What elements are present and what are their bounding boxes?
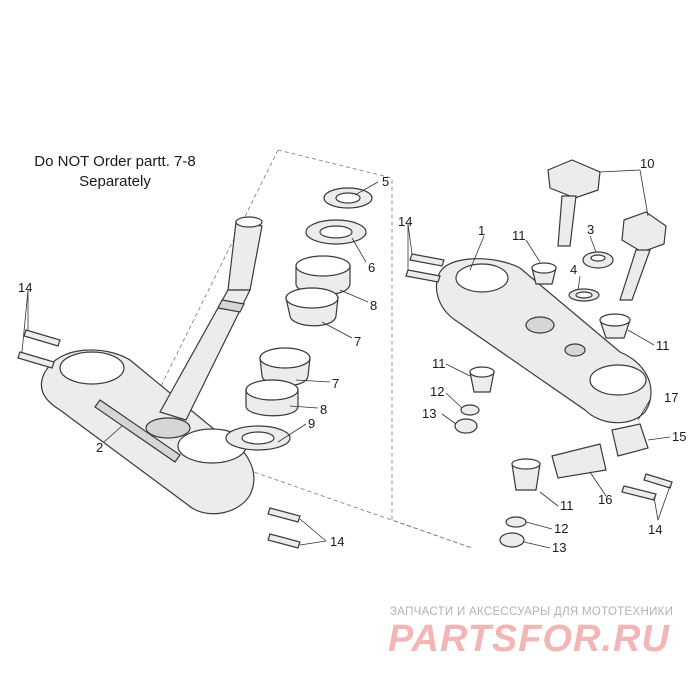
ordering-note-line2: Separately (79, 173, 151, 190)
callout-13a: 13 (422, 406, 436, 421)
callout-11a: 11 (512, 228, 526, 243)
ordering-note: Do NOT Order partt. 7-8 Separately (0, 152, 230, 192)
callout-14d: 14 (648, 522, 662, 537)
bearing-stack (225, 187, 373, 451)
assembly-guide-lines (159, 149, 473, 549)
leader-lines (21, 169, 671, 549)
callout-7a: 7 (354, 334, 361, 349)
callout-8b: 8 (320, 402, 327, 417)
callout-3: 3 (587, 222, 594, 237)
callout-5: 5 (382, 174, 389, 189)
callout-8a: 8 (370, 298, 377, 313)
steering-stem (159, 216, 263, 421)
callout-11d: 11 (560, 498, 574, 513)
callout-14b: 14 (330, 534, 344, 549)
callout-7b: 7 (332, 376, 339, 391)
callout-14c: 14 (398, 214, 412, 229)
rubber-bushings (454, 251, 631, 548)
callout-numbers: 1 2 3 4 5 6 8 7 7 8 9 10 11 11 11 11 12 … (18, 156, 686, 555)
bolts (17, 253, 673, 549)
callout-17: 17 (664, 390, 678, 405)
callout-16: 16 (598, 492, 612, 507)
callout-12b: 12 (554, 521, 568, 536)
handlebar-risers (547, 159, 667, 301)
ordering-note-line1: Do NOT Order partt. 7-8 (34, 153, 196, 170)
callout-6: 6 (368, 260, 375, 275)
callout-15: 15 (672, 429, 686, 444)
watermark-caption: ЗАПЧАСТИ И АКСЕССУАРЫ ДЛЯ МОТОТЕХНИКИ (390, 606, 674, 618)
callout-11b: 11 (656, 338, 670, 353)
watermark-logo: PARTSFOR.RU (388, 618, 670, 660)
callout-9: 9 (308, 416, 315, 431)
callout-13b: 13 (552, 540, 566, 555)
callout-12a: 12 (430, 384, 444, 399)
upper-triple-clamp (435, 258, 652, 424)
lower-triple-clamp (40, 349, 255, 515)
callout-14a: 14 (18, 280, 32, 295)
callout-10: 10 (640, 156, 654, 171)
callout-4: 4 (570, 262, 577, 277)
bracket (551, 423, 649, 479)
callout-1: 1 (478, 223, 485, 238)
callout-11c: 11 (432, 356, 446, 371)
callout-2: 2 (96, 440, 103, 455)
